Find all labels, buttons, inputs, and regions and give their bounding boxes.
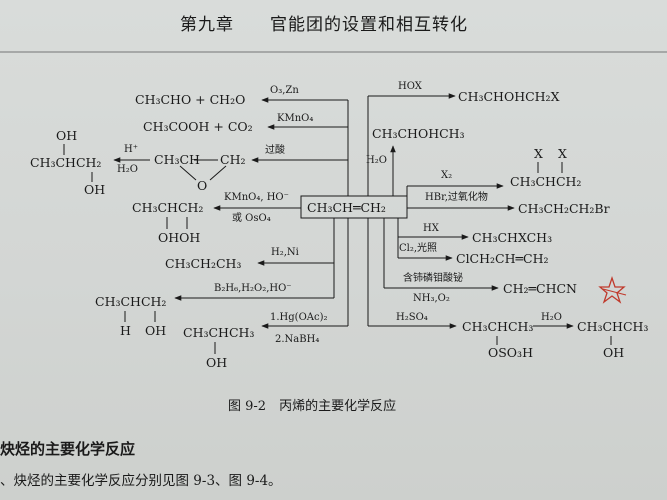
center-compound: CH₃CH═CH₂	[307, 200, 386, 215]
section-body: 、炔烃的主要化学反应分别见图 9-3、图 9-4。	[0, 472, 282, 489]
cond-hydroboration: B₂H₆,H₂O₂,HO⁻	[214, 283, 292, 294]
chapter-title: 官能团的设置和相互转化	[270, 15, 468, 35]
dihalide-chain: CH₃CHCH₂	[510, 174, 581, 189]
cond-oxymercuration-bottom: 2.NaBH₄	[275, 334, 319, 345]
product-propyl-bromide: CH₃CH₂CH₂Br	[518, 201, 610, 216]
final-alcohol-oh: OH	[603, 345, 624, 360]
product-ozonolysis: CH₃CHO + CH₂O	[135, 92, 245, 107]
chapter-label: 第九章	[180, 15, 234, 35]
cond-water-hydration: H₂O	[366, 155, 387, 166]
sulfate-group: OSO₃H	[488, 345, 533, 360]
cond-ammoxidation-top: 含铈磷钼酸铋	[403, 271, 463, 284]
epoxide-right: CH₂	[220, 152, 245, 167]
hydroboration-h: H	[120, 323, 131, 338]
oxymercuration-chain: CH₃CHCH₃	[183, 325, 254, 340]
epoxide-oxygen: O	[197, 178, 207, 193]
cond-peracid: 过酸	[265, 143, 285, 156]
handwritten-star-stroke	[602, 288, 627, 296]
cond-water: H₂O	[117, 164, 138, 175]
dihalide-x1: X	[534, 146, 543, 161]
oxymercuration-oh: OH	[206, 355, 227, 370]
cond-hbr-peroxide: HBr,过氧化物	[425, 190, 488, 203]
cond-dihydroxylation-top: KMnO₄, HO⁻	[224, 192, 289, 203]
cond-kmno4: KMnO₄	[277, 113, 313, 124]
product-isopropyl-halide: CH₃CHXCH₃	[472, 230, 552, 245]
epoxide-left: CH₃CH	[154, 152, 200, 167]
diol-chain: CH₃CHCH₂	[30, 155, 101, 170]
product-allyl-chloride: ClCH₂CH═CH₂	[456, 251, 549, 266]
cond-water-hydrolysis: H₂O	[541, 312, 562, 323]
center-box	[300, 195, 408, 219]
section-title: 炔烃的主要化学反应	[0, 440, 135, 458]
diol-oh-top: OH	[56, 128, 77, 143]
cond-ozonolysis: O₃,Zn	[270, 85, 299, 96]
cond-hox: HOX	[398, 81, 423, 92]
final-alcohol-chain: CH₃CHCH₃	[577, 319, 648, 334]
cond-x2: X₂	[441, 170, 452, 181]
handwritten-star-mark	[598, 275, 626, 304]
hydroboration-chain: CH₃CHCH₂	[95, 294, 166, 309]
cond-ammoxidation-bottom: NH₃,O₂	[413, 293, 450, 304]
product-isopropanol: CH₃CHOHCH₃	[372, 126, 465, 141]
epoxide-bond-left	[179, 165, 197, 181]
hydroboration-oh: OH	[145, 323, 166, 338]
cond-hx: HX	[423, 223, 440, 234]
cond-dihydroxylation-bottom: 或 OsO₄	[232, 212, 271, 224]
cond-oxymercuration-top: 1.Hg(OAc)₂	[270, 312, 328, 323]
cond-cl2-light: Cl₂,光照	[399, 241, 437, 254]
product-acrylonitrile: CH₂═CHCN	[503, 281, 577, 296]
cond-h2so4: H₂SO₄	[396, 312, 428, 323]
diol-oh-bottom: OH	[84, 182, 105, 197]
cond-acid: H⁺	[124, 144, 138, 155]
dihalide-x2: X	[558, 146, 567, 161]
product-halohydrin: CH₃CHOHCH₂X	[458, 89, 560, 104]
figure-caption: 图 9-2 丙烯的主要化学反应	[228, 398, 396, 414]
glycol-oh: OHOH	[158, 230, 200, 245]
cond-hydrogenation: H₂,Ni	[271, 247, 299, 258]
product-kmno4: CH₃COOH + CO₂	[143, 119, 253, 134]
sulfate-chain: CH₃CHCH₃	[462, 319, 533, 334]
epoxide-bond-right	[209, 165, 227, 181]
product-propane: CH₃CH₂CH₃	[165, 256, 241, 271]
glycol-chain: CH₃CHCH₂	[132, 200, 203, 215]
